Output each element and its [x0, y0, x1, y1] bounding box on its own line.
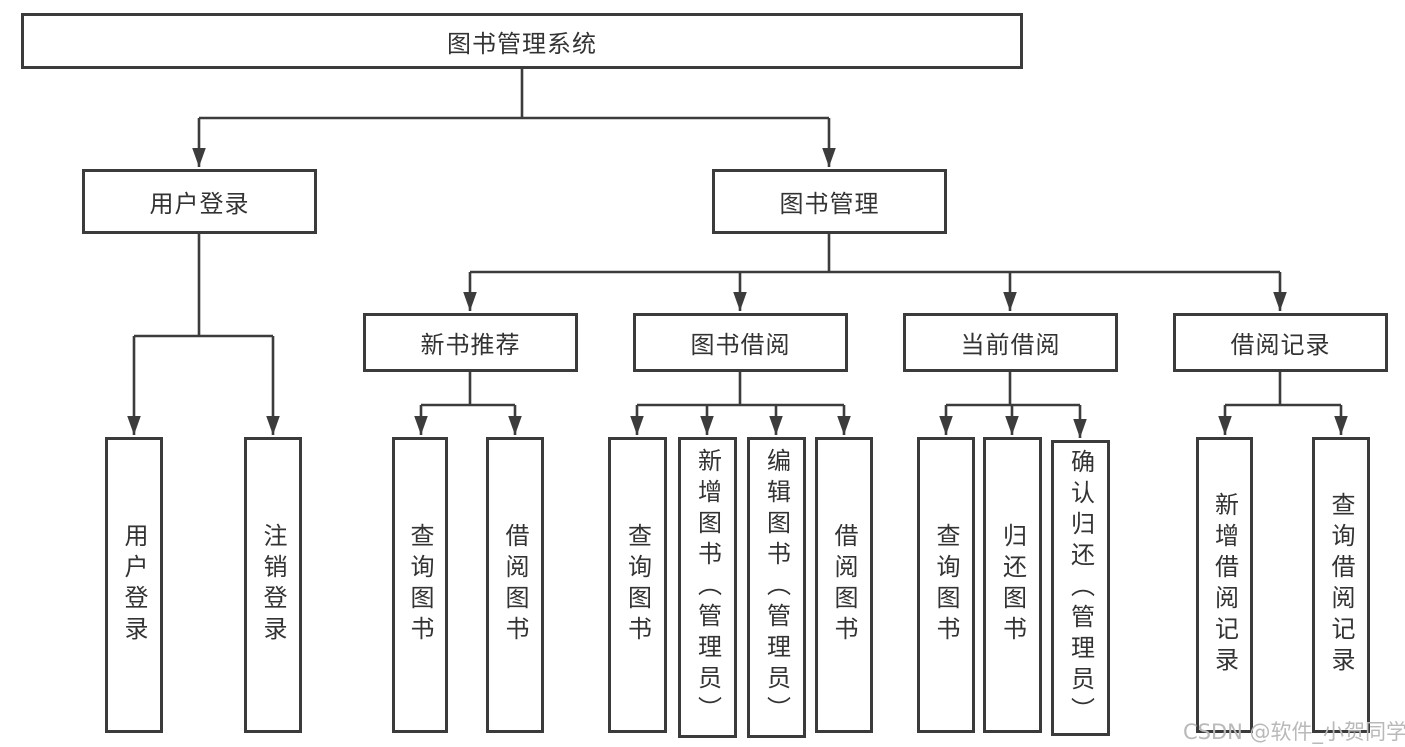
connector-borrowing-records-to-leaves [1218, 372, 1348, 435]
node-current-borrowing: 当前借阅 [903, 313, 1118, 372]
leaf-cb-confirm-return-admin: 确认归还（管理员） [1051, 440, 1110, 736]
connector-user-login-to-leaves [127, 234, 280, 435]
node-book-borrowing: 图书借阅 [633, 313, 848, 372]
node-current-borrowing-label: 当前借阅 [960, 331, 1061, 359]
connector-book-management-to-level3 [463, 234, 1287, 311]
node-root-label: 图书管理系统 [447, 29, 597, 58]
leaf-user-login: 用户登录 [105, 437, 163, 733]
leaf-nb-query-books: 查询图书 [392, 437, 448, 733]
leaf-logout-label: 注销登录 [259, 523, 287, 647]
leaf-bb-borrow-books-label: 借阅图书 [830, 523, 858, 647]
node-new-book-recommend-label: 新书推荐 [420, 331, 521, 359]
leaf-nb-borrow-books: 借阅图书 [486, 437, 544, 733]
leaf-nb-borrow-books-label: 借阅图书 [501, 523, 529, 647]
leaf-br-add-record-label: 新增借阅记录 [1210, 492, 1239, 678]
node-new-book-recommend: 新书推荐 [363, 313, 578, 372]
leaf-cb-query-books: 查询图书 [917, 437, 975, 733]
connector-book-borrowing-to-leaves [630, 372, 851, 435]
node-root: 图书管理系统 [21, 13, 1023, 69]
leaf-bb-query-books: 查询图书 [608, 437, 667, 733]
node-user-login: 用户登录 [82, 169, 317, 234]
leaf-bb-edit-books-admin: 编辑图书（管理员） [747, 437, 806, 738]
leaf-cb-return-books-label: 归还图书 [998, 523, 1027, 647]
node-user-login-label: 用户登录 [149, 190, 250, 218]
connector-new-book-recommend-to-leaves [414, 372, 522, 435]
connector-root-to-level2 [192, 69, 836, 167]
node-borrowing-records-label: 借阅记录 [1230, 331, 1331, 359]
node-book-management: 图书管理 [712, 169, 947, 234]
leaf-bb-add-books-admin: 新增图书（管理员） [678, 437, 737, 738]
leaf-user-login-label: 用户登录 [120, 523, 148, 647]
leaf-cb-return-books: 归还图书 [983, 437, 1042, 733]
leaf-cb-confirm-return-admin-label: 确认归还（管理员） [1066, 448, 1095, 728]
leaf-cb-query-books-label: 查询图书 [932, 523, 960, 647]
node-book-management-label: 图书管理 [779, 190, 880, 218]
leaf-nb-query-books-label: 查询图书 [406, 523, 434, 647]
leaf-bb-query-books-label: 查询图书 [623, 523, 652, 647]
leaf-bb-borrow-books: 借阅图书 [815, 437, 873, 733]
csdn-watermark: CSDN @软件_小贺同学 [1183, 720, 1405, 744]
node-book-borrowing-label: 图书借阅 [690, 331, 791, 359]
leaf-br-query-record-label: 查询借阅记录 [1327, 492, 1355, 678]
leaf-bb-add-books-admin-label: 新增图书（管理员） [693, 448, 722, 727]
node-borrowing-records: 借阅记录 [1173, 313, 1388, 372]
connector-current-borrowing-to-leaves [939, 372, 1087, 438]
leaf-bb-edit-books-admin-label: 编辑图书（管理员） [762, 448, 791, 727]
leaf-br-add-record: 新增借阅记录 [1196, 437, 1253, 733]
leaf-logout: 注销登录 [244, 437, 302, 733]
leaf-br-query-record: 查询借阅记录 [1312, 437, 1370, 733]
